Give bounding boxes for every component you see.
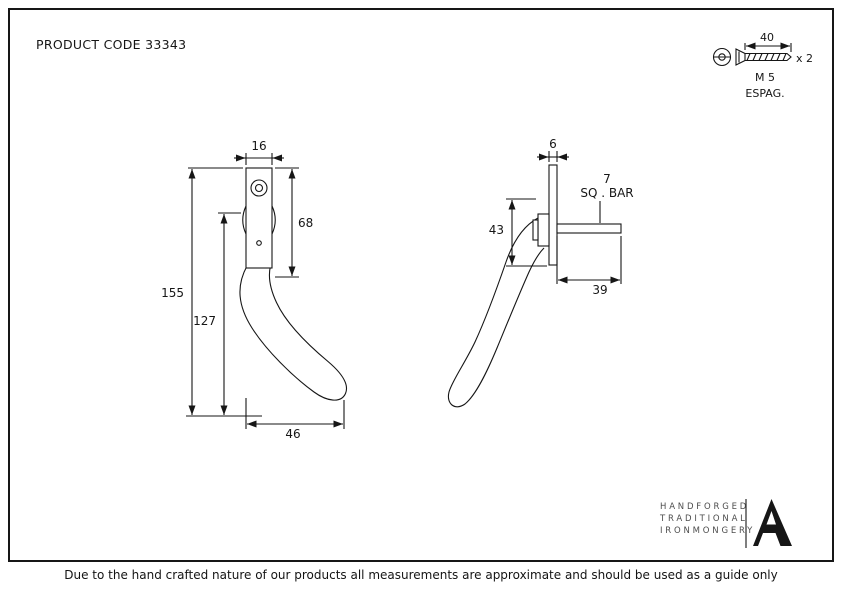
- brand-logo: [745, 499, 792, 548]
- screw-length-dimension: 40: [744, 31, 792, 52]
- front-dim-plate-width: 16: [234, 139, 284, 165]
- side-height-dim-label: 43: [489, 223, 504, 237]
- handle-side-outline: [447, 217, 545, 408]
- handle-height-dim-label: 127: [193, 314, 216, 328]
- bar-size-dim-label: 7: [603, 172, 611, 186]
- side-dim-bar-length: 39: [556, 236, 622, 297]
- neck-bulge-left: [242, 205, 247, 235]
- side-dim-plate-thickness: 6: [537, 137, 569, 162]
- handle-backplate-side: [548, 164, 558, 266]
- side-view: [447, 164, 622, 408]
- screw-length-dim-label: 40: [760, 31, 774, 44]
- screw-size-label: M 5: [755, 71, 775, 84]
- screw-hole: [256, 240, 262, 246]
- overall-height-dim-label: 155: [161, 286, 184, 300]
- bar-size-text-label: SQ . BAR: [580, 186, 633, 200]
- screw-type-label: ESPAG.: [745, 87, 784, 100]
- side-dim-square-bar: 7 SQ . BAR: [580, 172, 634, 223]
- screw-quantity-label: x 2: [796, 52, 813, 65]
- handle-hub-step: [532, 219, 539, 241]
- plate-height-dim-label: 68: [298, 216, 313, 230]
- front-dim-overall-height: 155: [161, 167, 262, 417]
- bar-length-dim-label: 39: [592, 283, 607, 297]
- brand-line-1: HANDFORGED: [660, 502, 750, 512]
- screw-shaft: [745, 52, 792, 62]
- front-dim-plate-height: 68: [275, 167, 313, 278]
- page-border: [8, 8, 834, 562]
- overall-width-dim-label: 46: [285, 427, 300, 441]
- screw-detail: 40 x 2 M 5 ESPAG.: [712, 31, 813, 100]
- product-code-label: PRODUCT CODE 33343: [36, 37, 187, 52]
- front-dim-overall-width: 46: [245, 398, 345, 441]
- footer-disclaimer: Due to the hand crafted nature of our pr…: [64, 568, 778, 582]
- brand-line-3: IRONMONGERY: [660, 525, 756, 536]
- screw-head-side: [735, 48, 746, 66]
- square-spindle-bar: [556, 223, 622, 234]
- brand-block: HANDFORGED TRADITIONAL IRONMONGERY: [660, 502, 755, 537]
- plate-thickness-dim-label: 6: [549, 137, 557, 151]
- front-view: [239, 167, 347, 401]
- handle-pivot-outer: [250, 179, 268, 197]
- handle-hub: [537, 213, 550, 247]
- handle-backplate-front: [245, 167, 273, 269]
- neck-bulge-right: [271, 205, 276, 235]
- screw-threads: [746, 53, 787, 61]
- front-dim-handle-height: 127: [193, 212, 241, 415]
- plate-width-dim-label: 16: [251, 139, 266, 153]
- brand-line-2: TRADITIONAL: [660, 513, 748, 524]
- handle-grip-outline: [239, 265, 347, 401]
- anvil-logo-icon: [753, 499, 792, 546]
- handle-pivot-inner: [254, 183, 264, 193]
- side-dim-height: 43: [489, 198, 547, 267]
